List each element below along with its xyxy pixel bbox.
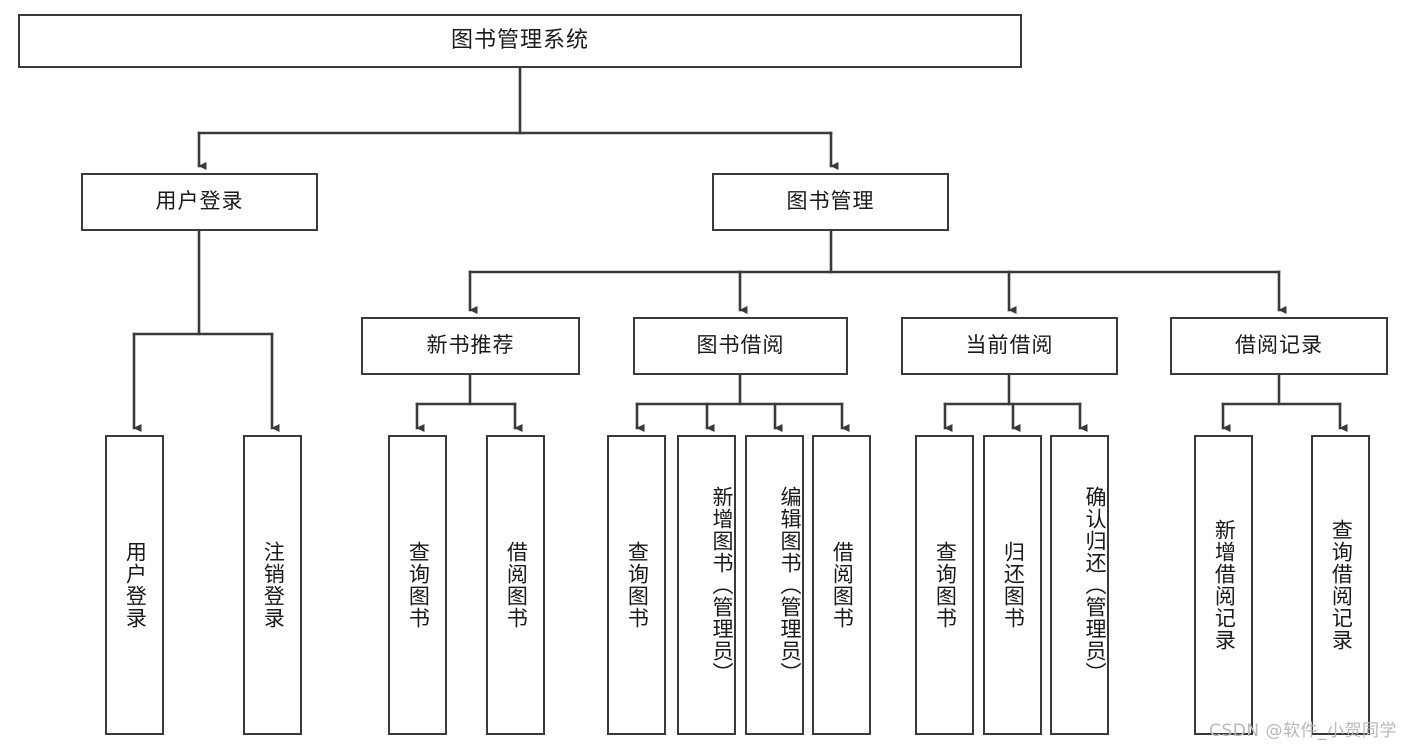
leaf-current-borrow-return-book[interactable]: 归还图书 — [983, 435, 1042, 735]
node-root-label: 图书管理系统 — [450, 27, 589, 53]
node-book-management[interactable]: 图书管理 — [712, 173, 949, 231]
leaf-label: 归还图书 — [1001, 541, 1026, 629]
leaf-borrow-record-add-record[interactable]: 新增借阅记录 — [1194, 435, 1253, 735]
leaf-label: 编辑图书（管理员） — [778, 486, 802, 684]
leaf-label: 查询借阅记录 — [1329, 519, 1354, 651]
leaf-book-borrow-edit-book-admin[interactable]: 编辑图书（管理员） — [745, 435, 804, 735]
leaf-user-login-login[interactable]: 用户登录 — [105, 435, 164, 735]
node-new-book-recommend[interactable]: 新书推荐 — [361, 317, 580, 375]
node-book-borrow[interactable]: 图书借阅 — [633, 317, 848, 375]
node-root-system[interactable]: 图书管理系统 — [18, 14, 1022, 68]
node-user-login[interactable]: 用户登录 — [81, 173, 318, 231]
node-borrow-record-label: 借阅记录 — [1235, 333, 1323, 358]
leaf-book-borrow-add-book-admin[interactable]: 新增图书（管理员） — [677, 435, 736, 735]
leaf-new-book-query-book[interactable]: 查询图书 — [388, 435, 447, 735]
leaf-borrow-record-query-record[interactable]: 查询借阅记录 — [1311, 435, 1370, 735]
leaf-label: 新增图书（管理员） — [710, 486, 734, 684]
leaf-label: 查询图书 — [625, 541, 650, 629]
node-user-login-label: 用户登录 — [155, 189, 244, 214]
node-book-management-label: 图书管理 — [786, 189, 875, 214]
csdn-watermark: CSDN @软件_小贺同学 — [1209, 721, 1397, 741]
leaf-label: 注销登录 — [261, 541, 286, 629]
node-current-borrow-label: 当前借阅 — [965, 333, 1054, 358]
node-borrow-record[interactable]: 借阅记录 — [1170, 317, 1388, 375]
leaf-label: 借阅图书 — [504, 541, 529, 629]
leaf-label: 用户登录 — [123, 541, 148, 629]
leaf-book-borrow-query-book[interactable]: 查询图书 — [607, 435, 666, 735]
node-book-borrow-label: 图书借阅 — [696, 333, 785, 358]
leaf-label: 查询图书 — [406, 541, 431, 629]
leaf-current-borrow-query-book[interactable]: 查询图书 — [915, 435, 974, 735]
leaf-label: 查询图书 — [933, 541, 958, 629]
leaf-new-book-borrow-book[interactable]: 借阅图书 — [486, 435, 545, 735]
leaf-label: 确认归还（管理员） — [1083, 486, 1107, 684]
leaf-label: 新增借阅记录 — [1212, 519, 1237, 651]
leaf-current-borrow-confirm-return-admin[interactable]: 确认归还（管理员） — [1050, 435, 1109, 735]
leaf-book-borrow-borrow-book[interactable]: 借阅图书 — [812, 435, 871, 735]
leaf-label: 借阅图书 — [830, 541, 855, 629]
leaf-user-login-logout[interactable]: 注销登录 — [243, 435, 302, 735]
node-current-borrow[interactable]: 当前借阅 — [901, 317, 1118, 375]
node-new-book-recommend-label: 新书推荐 — [426, 333, 515, 358]
